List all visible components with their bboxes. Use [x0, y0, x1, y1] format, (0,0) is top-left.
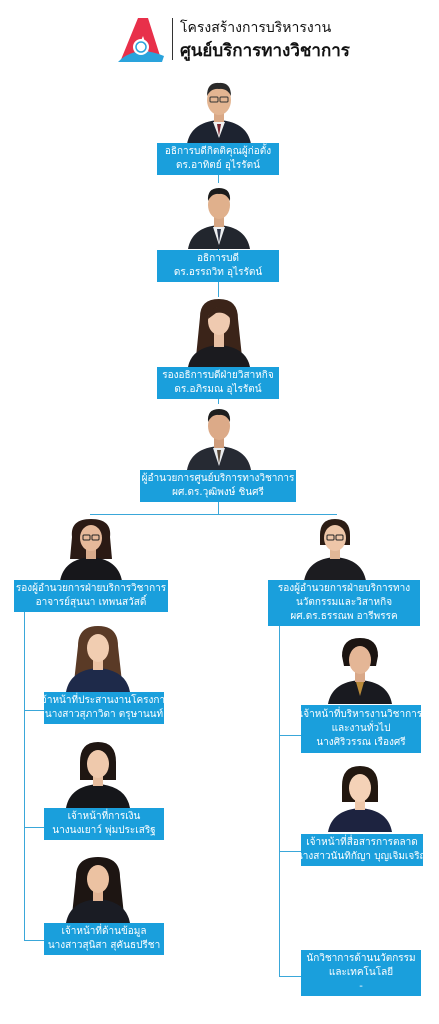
portrait-director: [185, 404, 253, 470]
box-staff-left-3: เจ้าหน้าที่ด้านข้อมูล นางสาวสุนิสา สุคัน…: [44, 923, 164, 955]
connector-left-3: [24, 940, 44, 941]
box-president: อธิการบดี ดร.อรรถวิท อุไรรัตน์: [157, 250, 279, 282]
name-staff-left-1: นางสาวสุภาวิดา ตรุษานนท์: [44, 709, 164, 720]
role-staff-right-3-line2: และเทคโนโลยี: [328, 967, 394, 978]
connector-right-1: [279, 735, 301, 736]
box-staff-right-1: เจ้าหน้าที่บริหารงานวิชาการ และงานทั่วไป…: [299, 705, 423, 753]
name-staff-left-2: นางนงเยาว์ พุ่มประเสริฐ: [52, 825, 156, 836]
portrait-staff-left-2: [64, 740, 132, 808]
name-staff-right-1: นางศิริวรรณ เรืองศรี: [316, 737, 406, 748]
role-deputy-right-2: นวัตกรรมและวิสาหกิจ: [295, 597, 393, 608]
connector-right-2: [279, 851, 301, 852]
role-deputy-left: รองผู้อำนวยการฝ่ายบริการวิชาการ: [15, 583, 167, 594]
box-staff-right-2: เจ้าหน้าที่สื่อสารการตลาด นางสาวนันทิกัญ…: [296, 834, 428, 866]
role-director: ผู้อำนวยการศูนย์บริการทางวิชาการ: [141, 473, 295, 484]
box-staff-left-1: เจ้าหน้าที่ประสานงานโครงการ นางสาวสุภาวิ…: [38, 692, 170, 724]
box-staff-left-2: เจ้าหน้าที่การเงิน นางนงเยาว์ พุ่มประเสร…: [44, 808, 164, 840]
name-deputy-right: ผศ.ดร.ธรรณพ อารีพรรค: [290, 611, 398, 622]
role-staff-left-1: เจ้าหน้าที่ประสานงานโครงการ: [37, 695, 171, 706]
role-staff-right-1-line2: และงานทั่วไป: [331, 723, 391, 734]
role-staff-right-2: เจ้าหน้าที่สื่อสารการตลาด: [306, 837, 418, 848]
box-deputy-right: รองผู้อำนวยการฝ่ายบริการทาง นวัตกรรมและว…: [268, 580, 420, 626]
box-director: ผู้อำนวยการศูนย์บริการทางวิชาการ ผศ.ดร.ว…: [140, 470, 296, 502]
role-staff-left-3: เจ้าหน้าที่ด้านข้อมูล: [61, 926, 147, 937]
box-founder: อธิการบดีกิตติคุณผู้ก่อตั้ง ดร.อาทิตย์ อ…: [157, 143, 279, 175]
name-founder: ดร.อาทิตย์ อุไรรัตน์: [176, 160, 260, 171]
connector-left-column: [24, 596, 25, 940]
portrait-vp: [186, 297, 252, 367]
title-divider: [172, 18, 173, 60]
role-president: อธิการบดี: [197, 253, 239, 264]
role-staff-left-2: เจ้าหน้าที่การเงิน: [67, 811, 141, 822]
role-founder: อธิการบดีกิตติคุณผู้ก่อตั้ง: [164, 146, 272, 157]
page-subtitle: ศูนย์บริการทางวิชาการ: [180, 41, 350, 61]
role-staff-right-3-line1: นักวิชาการด้านนวัตกรรม: [306, 953, 416, 964]
name-staff-right-3: -: [359, 981, 363, 992]
portrait-staff-left-1: [64, 624, 132, 692]
name-staff-left-3: นางสาวสุนิสา สุคันธปรีชา: [47, 940, 161, 951]
connector-right-column: [279, 596, 280, 976]
connector-left-1: [24, 710, 44, 711]
connector-trunk-lower: [218, 497, 219, 515]
portrait-deputy-left: [58, 515, 124, 581]
portrait-president: [186, 183, 252, 249]
box-vp: รองอธิการบดีฝ่ายวิสาหกิจ ดร.อภิรมณ อุไรร…: [157, 367, 279, 399]
role-staff-right-1-line1: เจ้าหน้าที่บริหารงานวิชาการ: [299, 709, 423, 720]
portrait-staff-left-3: [64, 855, 132, 923]
center-logo: [114, 14, 168, 64]
name-staff-right-2: นางสาวนันทิกัญา บุญเจิมเจริญ: [295, 851, 429, 862]
portrait-deputy-right: [302, 515, 368, 581]
page-title: โครงสร้างการบริหารงาน: [180, 20, 332, 36]
connector-left-2: [24, 827, 44, 828]
role-deputy-right-1: รองผู้อำนวยการฝ่ายบริการทาง: [277, 583, 411, 594]
portrait-founder: [183, 78, 255, 144]
portrait-staff-right-2: [326, 764, 394, 832]
box-staff-right-3: นักวิชาการด้านนวัตกรรม และเทคโนโลยี -: [301, 950, 421, 996]
box-deputy-left: รองผู้อำนวยการฝ่ายบริการวิชาการ อาจารย์ส…: [14, 580, 168, 612]
portrait-staff-right-1: [326, 636, 394, 704]
connector-branch: [90, 514, 336, 515]
role-vp: รองอธิการบดีฝ่ายวิสาหกิจ: [162, 370, 274, 381]
name-vp: ดร.อภิรมณ อุไรรัตน์: [174, 384, 262, 395]
name-president: ดร.อรรถวิท อุไรรัตน์: [173, 267, 263, 278]
name-deputy-left: อาจารย์สุนนา เทพนสวัสดิ์: [35, 597, 147, 608]
name-director: ผศ.ดร.วุฒิพงษ์ ชินศรี: [172, 487, 264, 498]
connector-right-3: [279, 976, 301, 977]
